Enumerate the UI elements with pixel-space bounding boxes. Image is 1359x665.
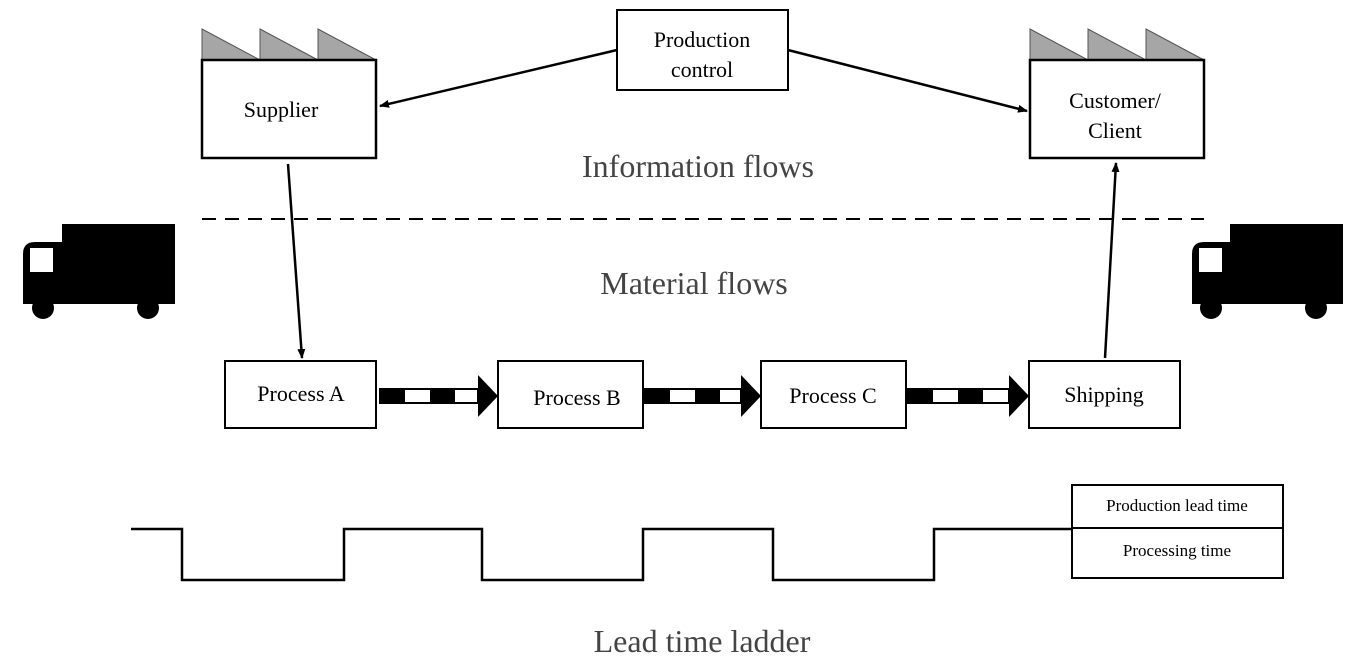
shipping-box: Shipping (1028, 360, 1181, 429)
push-arrow-icon (379, 375, 498, 417)
process-label: Process A (257, 381, 345, 406)
factory-icon (1029, 28, 1205, 61)
material-arrow-supplier-to-process-a (286, 163, 306, 359)
push-arrow-icon (644, 375, 761, 417)
customer-label-line1: Customer/ (1069, 88, 1162, 113)
customer-factory: Customer/ Client (1028, 28, 1206, 160)
info-arrow-to-customer (787, 48, 1028, 113)
processing-time-label: Processing time (1123, 541, 1231, 560)
factory-icon (201, 28, 377, 61)
process-label: Process B (533, 385, 620, 410)
process-box-b: Process B (497, 360, 644, 429)
supplier-label: Supplier (244, 97, 319, 122)
supplier-factory: Supplier (200, 28, 378, 160)
production-lead-time-label: Production lead time (1106, 496, 1248, 515)
lead-time-legend: Production lead time Processing time (1071, 484, 1284, 579)
production-control-label-line1: Production (654, 27, 751, 52)
material-flows-label: Material flows (600, 265, 788, 301)
customer-label-line2: Client (1088, 118, 1142, 143)
info-arrow-to-supplier (379, 48, 618, 108)
process-box-c: Process C (760, 360, 907, 429)
truck-icon (1192, 224, 1343, 319)
material-arrow-shipping-to-customer (1103, 162, 1120, 359)
production-control-label-line2: control (671, 57, 733, 82)
truck-icon (23, 224, 175, 319)
process-label: Process C (789, 383, 876, 408)
push-arrow-icon (907, 375, 1029, 417)
process-label: Shipping (1064, 382, 1143, 407)
lead-time-ladder-label: Lead time ladder (594, 623, 811, 659)
process-box-a: Process A (224, 360, 377, 429)
lead-time-ladder (131, 527, 1072, 582)
production-control-box: Production control (616, 9, 789, 91)
information-flows-label: Information flows (582, 148, 814, 184)
